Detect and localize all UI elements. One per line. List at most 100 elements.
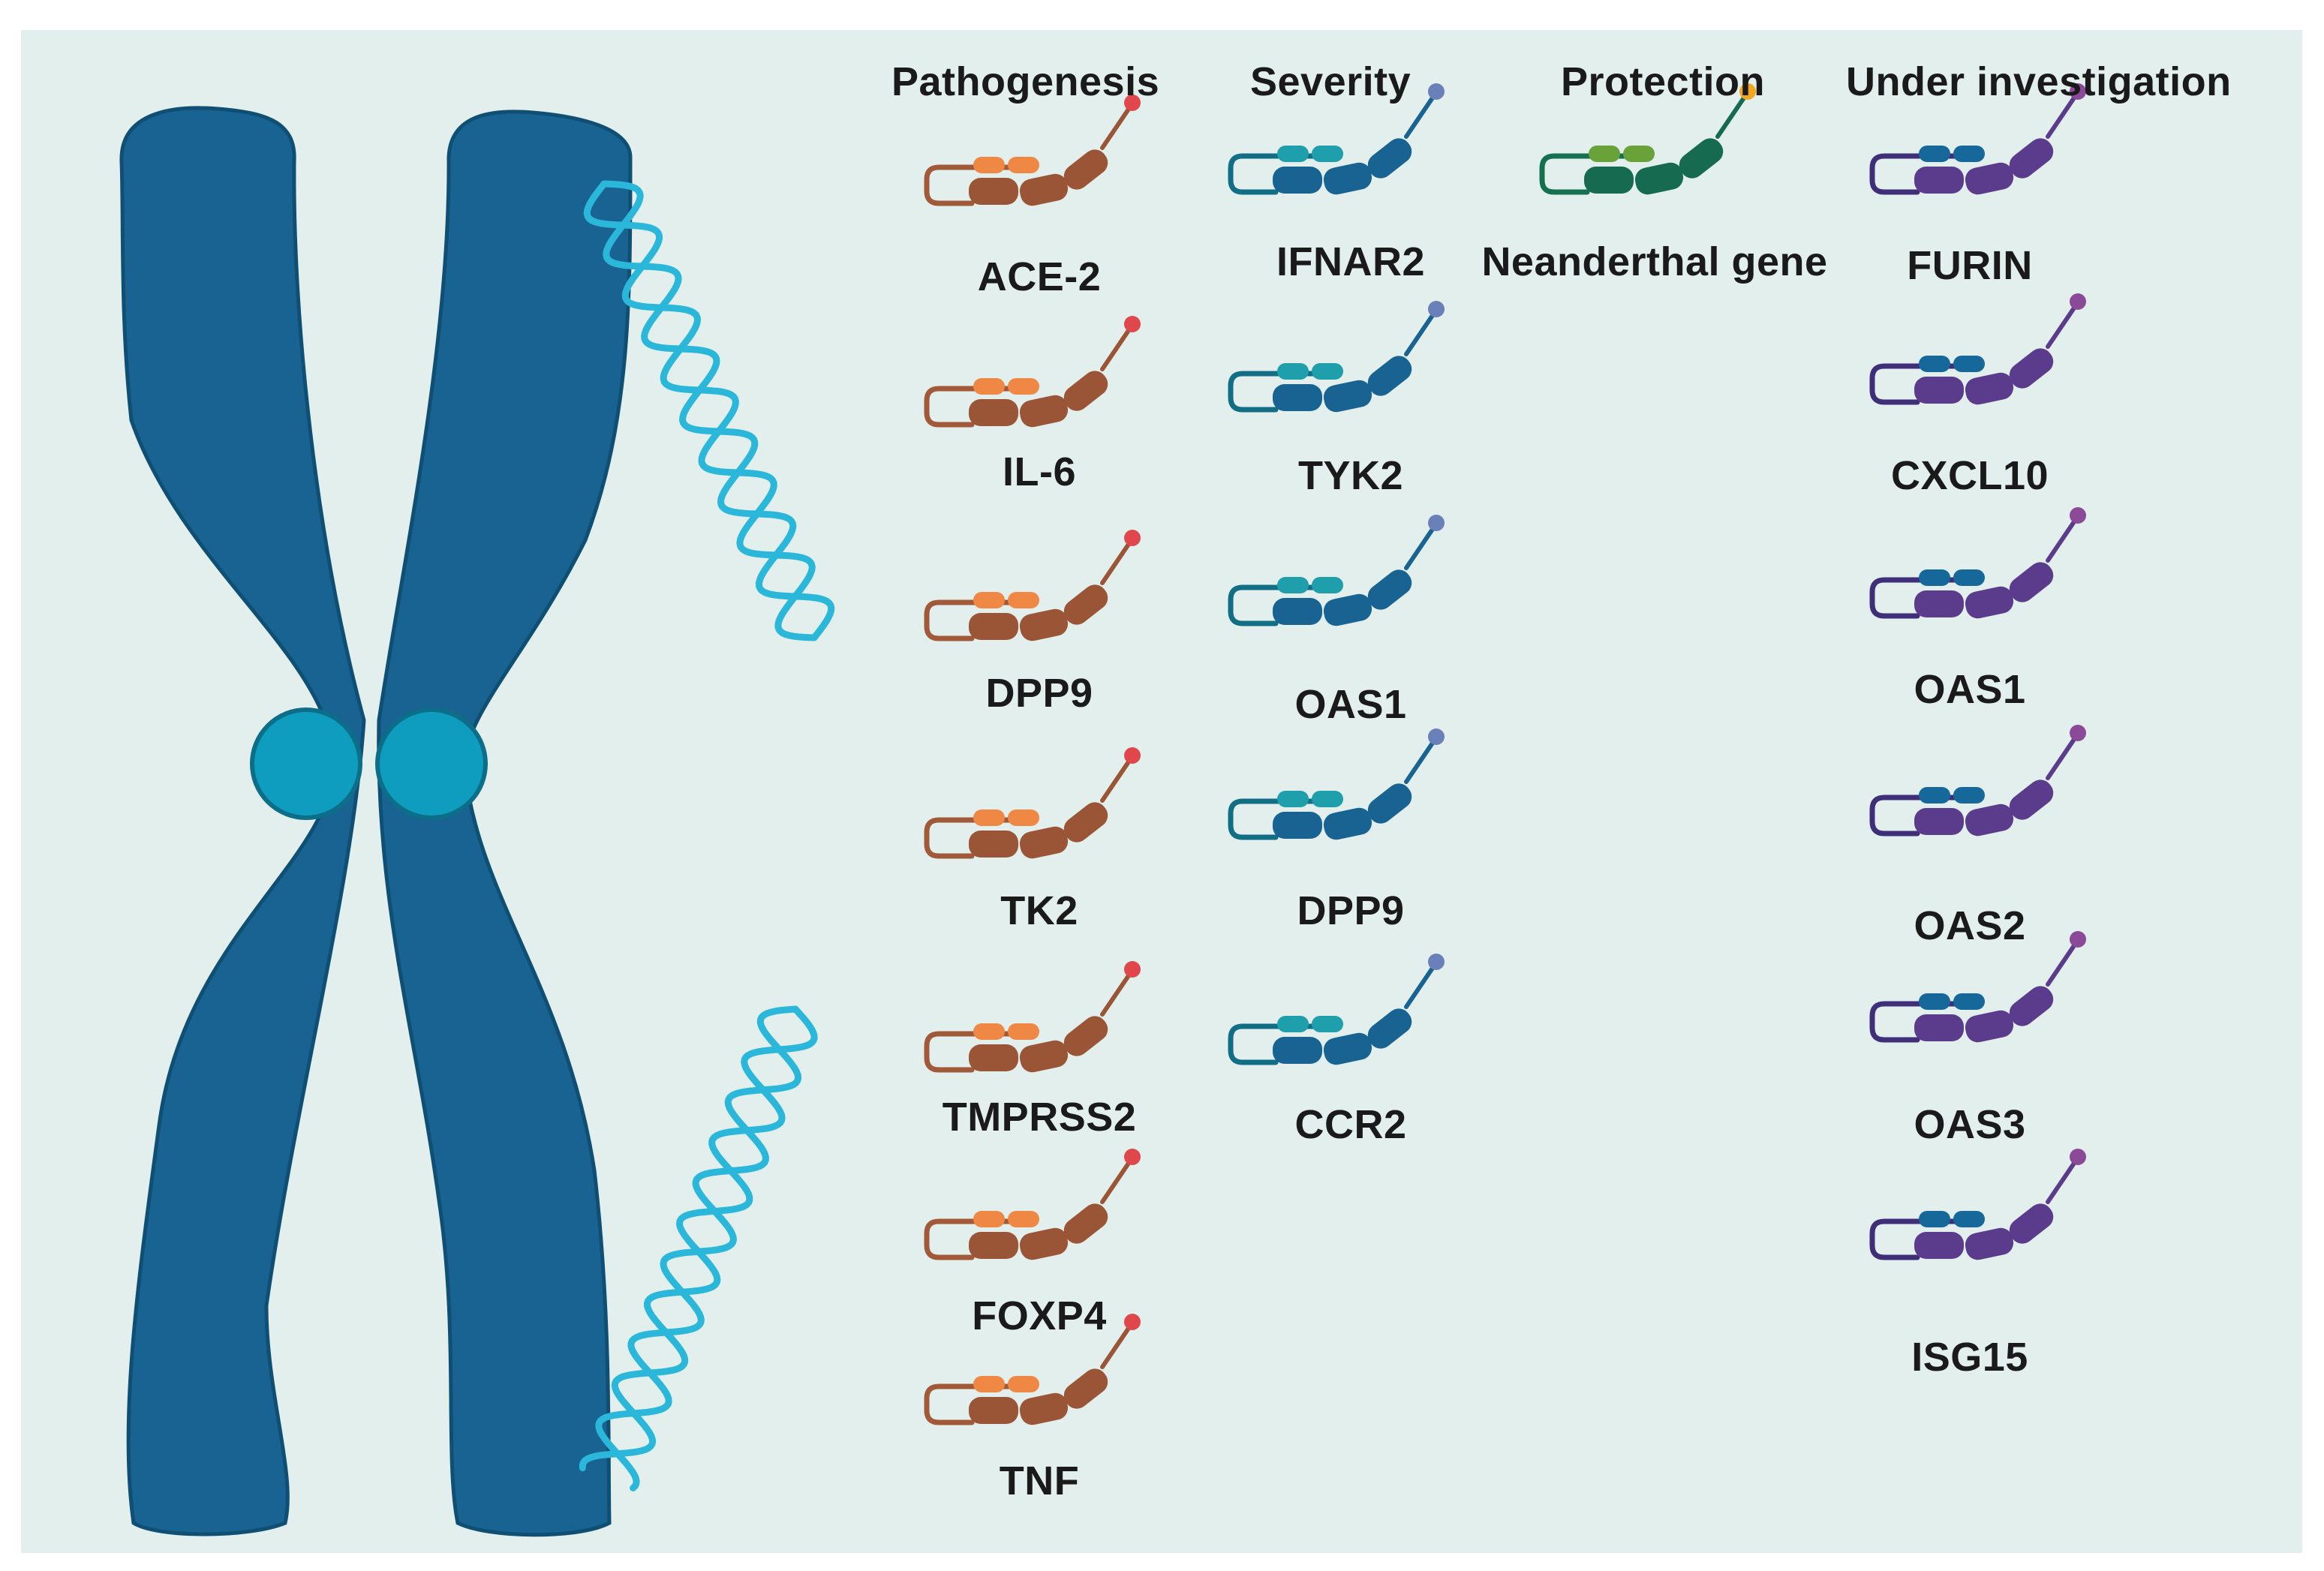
- domain-loop: [1869, 153, 1982, 195]
- main-domain: [1273, 384, 1322, 411]
- gene-label: ISG15: [1911, 1335, 2028, 1380]
- main-domain: [1965, 804, 2014, 837]
- gene-label: FURIN: [1907, 243, 2033, 288]
- domain-loop: [1228, 371, 1340, 413]
- stalk: [1100, 1323, 1133, 1369]
- gene-label: OAS3: [1914, 1102, 2026, 1147]
- gene-label: ACE-2: [977, 254, 1102, 299]
- tip-dot: [2070, 931, 2086, 948]
- stalk: [2046, 1158, 2079, 1204]
- stalk: [1100, 325, 1133, 371]
- accent-domain: [973, 592, 1005, 608]
- main-domain: [1323, 380, 1372, 413]
- accent-domain: [1919, 787, 1950, 804]
- main-domain: [1019, 1040, 1069, 1073]
- main-domain: [1019, 1392, 1069, 1425]
- accent-domain: [1008, 1211, 1039, 1227]
- stalk: [2046, 940, 2079, 987]
- gene-icon: [1228, 728, 1445, 840]
- transmembrane-domain: [2009, 779, 2054, 820]
- gene-icon: [924, 316, 1141, 428]
- accent-domain: [1312, 577, 1343, 593]
- main-domain: [1019, 1227, 1069, 1260]
- main-domain: [969, 178, 1018, 205]
- stalk: [1100, 104, 1133, 150]
- centromere-left: [250, 707, 362, 820]
- main-domain: [1584, 167, 1634, 194]
- stalk: [1404, 963, 1437, 1009]
- gene-label: Neanderthal gene: [1481, 239, 1828, 284]
- accent-domain: [1919, 146, 1950, 162]
- accent-domain: [1953, 1211, 1985, 1227]
- accent-domain: [973, 1023, 1005, 1040]
- gene-label: CCR2: [1294, 1102, 1407, 1147]
- domain-loop: [1539, 153, 1652, 195]
- tip-dot: [2070, 293, 2086, 310]
- gene-icon: [924, 530, 1141, 641]
- main-domain: [1914, 1014, 1964, 1041]
- accent-domain: [973, 378, 1005, 395]
- main-domain: [1323, 1032, 1372, 1065]
- main-domain: [1914, 167, 1964, 194]
- accent-domain: [1008, 1376, 1039, 1392]
- dna-strand-upper: [583, 180, 835, 641]
- domain-loop: [924, 1218, 1036, 1260]
- transmembrane-domain: [2009, 1203, 2054, 1244]
- gene-label: OAS1: [1914, 667, 2026, 712]
- main-domain: [1323, 807, 1372, 840]
- main-domain: [969, 399, 1018, 426]
- stalk: [1715, 92, 1748, 139]
- domain-loop: [924, 164, 1036, 206]
- transmembrane-domain: [1063, 371, 1108, 411]
- accent-domain: [973, 810, 1005, 826]
- transmembrane-domain: [1063, 149, 1108, 190]
- gene-icons: [924, 83, 2086, 1425]
- main-domain: [969, 1232, 1018, 1259]
- main-domain: [1965, 372, 2014, 405]
- gene-icon: [1869, 931, 2086, 1043]
- header-protection: Protection: [1561, 59, 1766, 104]
- gene-icon: [1869, 1149, 2086, 1260]
- gene-label: TK2: [1000, 888, 1078, 933]
- tip-dot: [1124, 747, 1141, 764]
- accent-domain: [1008, 810, 1039, 826]
- accent-domain: [1277, 363, 1309, 380]
- tip-dot: [1124, 316, 1141, 332]
- chromosome: [119, 106, 633, 1537]
- domain-loop: [1869, 1218, 1982, 1260]
- transmembrane-domain: [1063, 802, 1108, 843]
- dna-strand-lower: [579, 1005, 818, 1491]
- main-domain: [1273, 812, 1322, 839]
- accent-domain: [1312, 791, 1343, 807]
- main-domain: [1914, 590, 1964, 617]
- transmembrane-domain: [1367, 569, 1412, 610]
- stalk: [1404, 737, 1437, 784]
- accent-domain: [1008, 1023, 1039, 1040]
- tip-dot: [1124, 1149, 1141, 1165]
- stalk: [1404, 92, 1437, 139]
- main-domain: [1965, 586, 2014, 619]
- gene-icon: [1539, 83, 1756, 195]
- tip-dot: [1739, 83, 1756, 100]
- transmembrane-domain: [1367, 1008, 1412, 1049]
- transmembrane-domain: [1063, 1203, 1108, 1244]
- gene-icon: [1228, 954, 1445, 1065]
- domain-loop: [1228, 1023, 1340, 1065]
- transmembrane-domain: [1367, 138, 1412, 179]
- transmembrane-domain: [1063, 1368, 1108, 1409]
- gene-label: OAS2: [1914, 903, 2026, 948]
- main-domain: [969, 831, 1018, 858]
- transmembrane-domain: [2009, 138, 2054, 179]
- transmembrane-domain: [2009, 986, 2054, 1026]
- tip-dot: [2070, 83, 2086, 100]
- gene-label: TMPRSS2: [942, 1095, 1137, 1140]
- tip-dot: [1428, 515, 1445, 531]
- main-domain: [1914, 1232, 1964, 1259]
- accent-domain: [1008, 378, 1039, 395]
- gene-icon: [924, 95, 1141, 206]
- gene-label: DPP9: [1297, 888, 1405, 933]
- stalk: [1100, 1158, 1133, 1204]
- transmembrane-domain: [2009, 348, 2054, 389]
- accent-domain: [1589, 146, 1620, 162]
